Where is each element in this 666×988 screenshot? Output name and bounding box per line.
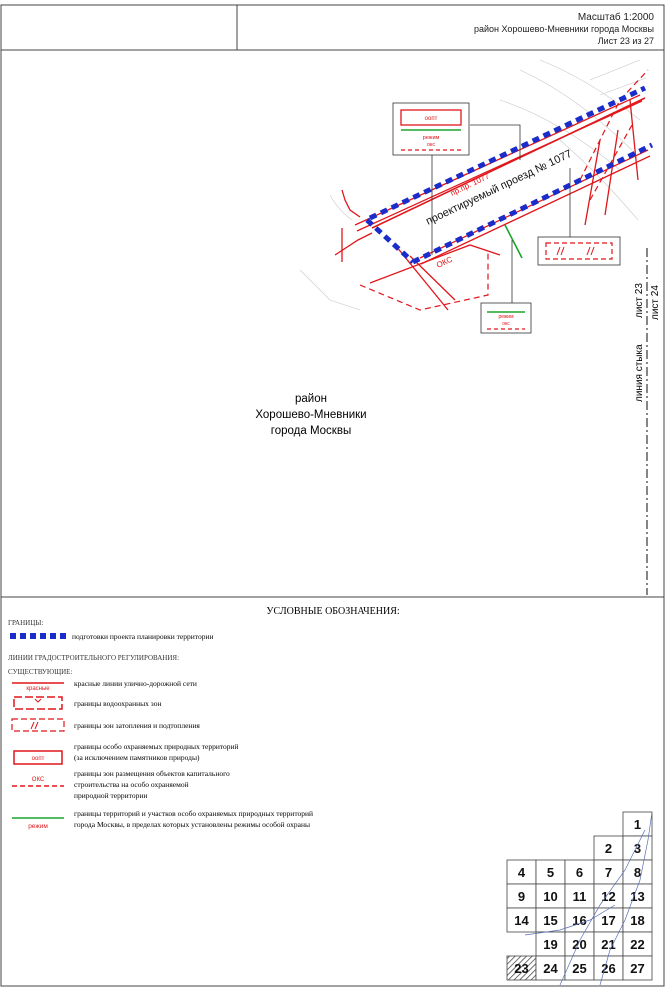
sheet-index-label-20: 20 xyxy=(572,937,586,952)
legend-regime-symbol-text: режим xyxy=(28,823,48,830)
sheet-index-label-27: 27 xyxy=(630,961,644,976)
district-label-line-1: район xyxy=(295,393,327,405)
sheet-index-cell-6 xyxy=(564,859,595,885)
sheet-index-label-23: 23 xyxy=(514,961,528,976)
callout-oks-text: окс xyxy=(427,142,436,148)
sheet-index-label-11: 11 xyxy=(573,889,587,904)
legend-item-oopt: оопт границы особо охраняемых природных … xyxy=(13,742,239,765)
sheet-index-label-16: 16 xyxy=(572,913,586,928)
legend: УСЛОВНЫЕ ОБОЗНАЧЕНИЯ: ГРАНИЦЫ: подготовк… xyxy=(8,606,400,830)
sheet-index-cell-3 xyxy=(622,835,653,861)
callout3-oks-text: окс xyxy=(502,321,510,327)
sheet-frame xyxy=(0,4,665,987)
sheet-23-label: лист 23 xyxy=(634,283,645,318)
callout-regime-oks: режим окс xyxy=(480,302,532,334)
sheet-index-label-18: 18 xyxy=(630,913,644,928)
legend-oks-text-2: строительства на особо охраняемой xyxy=(74,780,189,789)
sheet-index-cell-21 xyxy=(593,931,624,957)
sheet-index-label-6: 6 xyxy=(576,865,583,880)
legend-water-protection-text: границы водоохранных зон xyxy=(74,699,161,708)
junction-line: лист 23 лист 24 линия стыка xyxy=(634,248,661,595)
title-block: Масштаб 1:2000 район Хорошево-Мневники г… xyxy=(474,11,654,46)
legend-item-oks: ОКС границы зон размещения объектов капи… xyxy=(12,769,230,800)
sheet-index-territory-lines xyxy=(524,811,653,986)
district-label: район Хорошево-Мневники города Москвы xyxy=(255,393,366,437)
sheet-index-cell-13 xyxy=(622,883,653,909)
sheet-index-cell-23 xyxy=(506,955,537,981)
sheet-index-cell-12 xyxy=(593,883,624,909)
legend-oks-text-3: природной территории xyxy=(74,791,147,800)
callout-flood-zone xyxy=(537,236,621,266)
sheet-index-label-14: 14 xyxy=(514,913,529,928)
sheet-index-label-15: 15 xyxy=(543,913,557,928)
legend-flood-zone-text: границы зон затопления и подтопления xyxy=(74,721,200,730)
sheet-index-label-1: 1 xyxy=(634,817,641,832)
callout-oopt-text: оопт xyxy=(425,116,438,122)
sheet-index-cell-9 xyxy=(506,883,537,909)
sheet-index-label-3: 3 xyxy=(634,841,641,856)
legend-oopt-text-1: границы особо охраняемых природных терри… xyxy=(74,742,239,751)
sheet-index-label-19: 19 xyxy=(543,937,557,952)
legend-item-regime: режим границы территорий и участков особ… xyxy=(12,809,313,830)
junction-line-label: линия стыка xyxy=(634,344,645,402)
sheet-index-label-26: 26 xyxy=(601,961,615,976)
legend-regime-text-2: города Москвы, в пределах которых устано… xyxy=(74,820,310,829)
legend-boundaries-heading: ГРАНИЦЫ: xyxy=(8,619,43,627)
legend-existing-heading: СУЩЕСТВУЮЩИЕ: xyxy=(8,668,72,676)
legend-item-red-lines: красные красные линии улично-дорожной се… xyxy=(12,679,197,692)
callout-oopt-oks: оопт режим окс xyxy=(392,102,470,156)
map-area: проектируемый проезд № 1077 пр.пр. 1077 … xyxy=(255,59,661,595)
legend-regulation-heading: ЛИНИИ ГРАДОСТРОИТЕЛЬНОГО РЕГУЛИРОВАНИЯ: xyxy=(8,654,179,662)
sheet-index-cell-4 xyxy=(506,859,537,885)
red-lines xyxy=(334,94,651,311)
legend-planning-text: подготовки проекта планировки территории xyxy=(72,632,213,641)
sheet-index-label-5: 5 xyxy=(547,865,554,880)
sheet-index-label-2: 2 xyxy=(605,841,612,856)
sheet-index-label-7: 7 xyxy=(605,865,612,880)
sheet-index-cell-22 xyxy=(622,931,653,957)
district-text: район Хорошево-Мневники города Москвы xyxy=(474,24,654,34)
district-label-line-2: Хорошево-Мневники xyxy=(255,409,366,421)
sheet-index-label-4: 4 xyxy=(518,865,526,880)
callout-leaders xyxy=(431,124,571,303)
terrain-lines xyxy=(299,59,647,311)
sheet-index-label-24: 24 xyxy=(543,961,558,976)
sheet-index-label-22: 22 xyxy=(630,937,644,952)
sheet-index-label-17: 17 xyxy=(601,913,615,928)
regime-line xyxy=(504,224,523,259)
scale-text: Масштаб 1:2000 xyxy=(578,11,655,23)
legend-red-lines-text: красные линии улично-дорожной сети xyxy=(74,679,197,688)
sheet-index-label-25: 25 xyxy=(572,961,586,976)
sheet-index-cell-2 xyxy=(593,835,624,861)
district-label-line-3: города Москвы xyxy=(271,425,351,437)
sheet-index-label-12: 12 xyxy=(601,889,615,904)
sheet-24-label: лист 24 xyxy=(650,285,661,320)
sheet-index-cell-27 xyxy=(622,955,653,981)
sheet-index-label-13: 13 xyxy=(630,889,644,904)
sheet-index-cell-17 xyxy=(593,907,624,933)
sheet-index-cell-25 xyxy=(564,955,595,981)
sheet-index-label-21: 21 xyxy=(601,937,615,952)
legend-title: УСЛОВНЫЕ ОБОЗНАЧЕНИЯ: xyxy=(266,606,399,617)
sheet-number-text: Лист 23 из 27 xyxy=(598,36,654,46)
callout-rezhim-text: режим xyxy=(423,135,440,141)
callout3-rezhim-text: режим xyxy=(498,314,514,320)
legend-oks-text-1: границы зон размещения объектов капиталь… xyxy=(74,769,230,778)
legend-oopt-symbol-text: оопт xyxy=(32,756,45,762)
sheet-index-label-9: 9 xyxy=(518,889,525,904)
legend-oopt-text-2: (за исключением памятников природы) xyxy=(74,753,200,762)
legend-item-flood-zone: границы зон затопления и подтопления xyxy=(11,718,200,732)
legend-oks-symbol-text: ОКС xyxy=(32,777,45,783)
sheet-index-label-10: 10 xyxy=(543,889,557,904)
legend-regime-text-1: границы территорий и участков особо охра… xyxy=(74,809,313,818)
legend-item-water-protection: границы водоохранных зон xyxy=(13,696,161,710)
legend-red-lines-symbol-text: красные xyxy=(26,686,50,692)
sheet-index-cell-24 xyxy=(535,955,566,981)
planning-boundary xyxy=(365,85,654,265)
sheet-index-label-8: 8 xyxy=(634,865,641,880)
sheet-index-cell-14 xyxy=(506,907,537,933)
